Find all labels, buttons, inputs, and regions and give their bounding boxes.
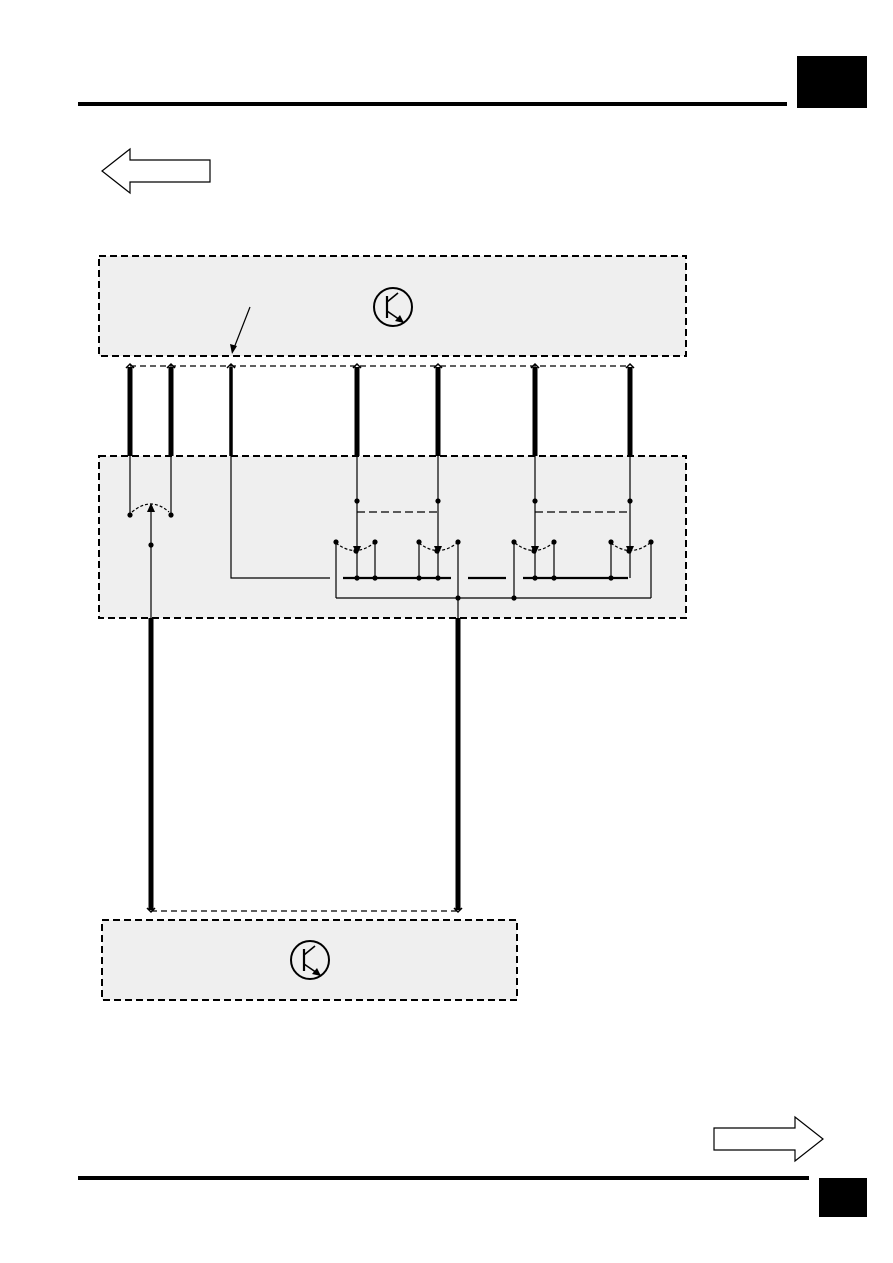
transistor-icon [373,287,413,327]
transistor-icon [290,940,330,980]
next-page-arrow-icon[interactable] [713,1115,824,1163]
footer-tab [819,1178,867,1217]
harness-wires-upper [127,367,633,456]
top-module [98,255,687,357]
bottom-module [101,919,518,1001]
callout-arrow [230,306,251,354]
header-rule [78,102,787,106]
middle-switch-module [98,455,687,619]
header-tab [797,56,867,108]
bottom-connector-pins [146,907,463,914]
connector-pins [125,362,635,369]
harness-wires-lower [148,618,461,910]
previous-page-arrow-icon[interactable] [101,147,211,195]
footer-rule [78,1176,809,1180]
